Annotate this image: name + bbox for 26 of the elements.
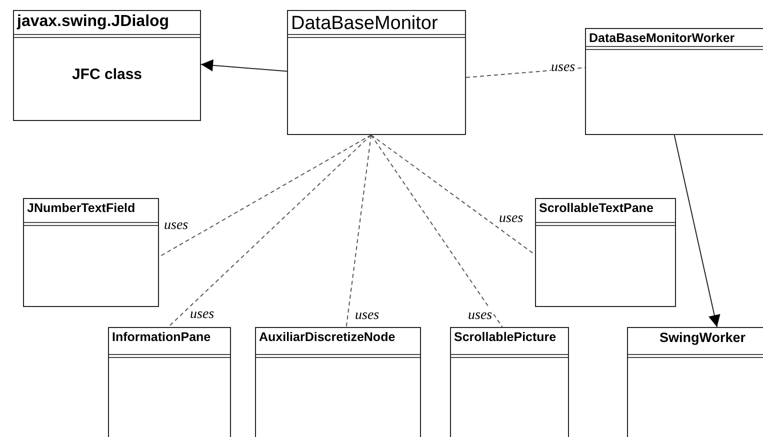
class-name: DataBaseMonitorWorker <box>586 29 763 50</box>
class-box <box>585 28 763 135</box>
class-name: ScrollableTextPane <box>536 199 675 226</box>
class-box <box>535 198 676 307</box>
class-box <box>23 198 159 307</box>
class-box <box>255 327 421 437</box>
class-name: InformationPane <box>109 328 230 358</box>
connector <box>200 59 288 72</box>
class-name: DataBaseMonitor <box>288 11 465 38</box>
class-name: ScrollablePicture <box>451 328 568 358</box>
class-note: JFC class <box>70 66 144 83</box>
class-name: SwingWorker <box>628 328 763 358</box>
class-box <box>13 10 201 121</box>
connector <box>346 134 372 328</box>
class-name: JNumberTextField <box>24 199 158 226</box>
connector <box>370 134 503 328</box>
connector <box>168 134 372 328</box>
class-box <box>108 327 231 437</box>
connector <box>674 134 720 328</box>
class-box <box>627 327 763 437</box>
class-box <box>287 10 466 135</box>
connector <box>370 134 536 256</box>
class-box <box>450 327 569 437</box>
class-name: AuxiliarDiscretizeNode <box>256 328 420 358</box>
connector <box>158 134 372 258</box>
class-name: javax.swing.JDialog <box>14 11 200 38</box>
